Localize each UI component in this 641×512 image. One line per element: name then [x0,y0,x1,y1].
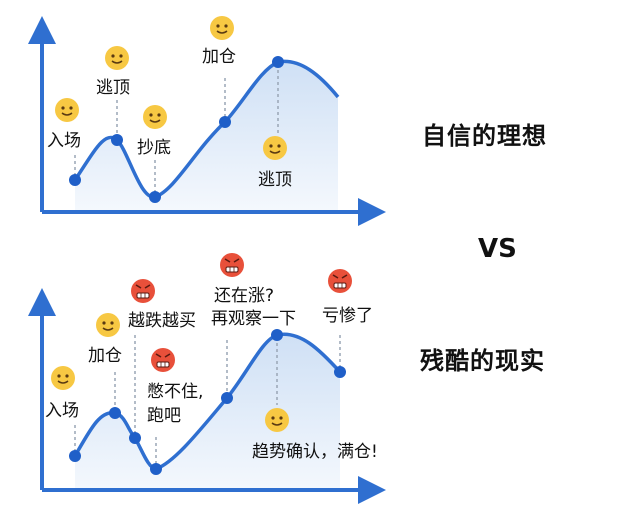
reality-dot-loss [334,366,346,378]
ideal-label-escape2: 逃顶 [258,170,292,190]
ideal-dot-add [219,116,231,128]
reality-dot-add [109,407,121,419]
reality-dot-entry [69,450,81,462]
reality-face-add-icon [95,312,121,338]
ideal-face-escape2-icon [262,135,288,161]
reality-dot-giveup [150,463,162,475]
ideal-face-entry-icon [54,97,80,123]
reality-dot-trend [271,329,283,341]
reality-label-giveup-2: 跑吧 [147,406,181,426]
reality-label-entry: 入场 [45,401,79,421]
reality-face-still-icon [219,252,245,278]
reality-label-giveup-1: 憋不住, [147,382,204,402]
reality-label-still-1: 还在涨? [214,286,275,306]
ideal-face-escape-icon [104,45,130,71]
ideal-label-entry: 入场 [47,131,81,151]
reality-dot-still [221,392,233,404]
ideal-face-add-icon [209,15,235,41]
ideal-label-bottom: 抄底 [137,138,171,158]
vs-label: VS [478,234,517,264]
reality-dot-falling [129,432,141,444]
reality-face-giveup-icon [150,347,176,373]
reality-face-trend-icon [264,407,290,433]
reality-label-still-2: 再观察一下 [211,309,296,329]
ideal-dot-entry [69,174,81,186]
ideal-face-bottom-icon [142,104,168,130]
reality-label-trend: 趋势确认，满仓! [252,442,378,462]
ideal-label-escape: 逃顶 [96,78,130,98]
ideal-dot-escape2 [272,56,284,68]
reality-face-entry-icon [50,365,76,391]
reality-chart [28,252,386,504]
reality-label-loss: 亏惨了 [322,306,373,326]
ideal-title: 自信的理想 [422,122,547,150]
ideal-dot-escape [111,134,123,146]
ideal-chart [28,15,386,226]
ideal-dot-bottom [149,191,161,203]
reality-title: 残酷的现实 [420,347,545,375]
reality-label-add: 加仓 [88,346,122,366]
reality-face-falling-icon [130,278,156,304]
reality-face-loss-icon [327,268,353,294]
reality-label-falling: 越跌越买 [128,311,196,331]
ideal-area-fill [75,61,338,210]
ideal-label-add: 加仓 [202,47,236,67]
